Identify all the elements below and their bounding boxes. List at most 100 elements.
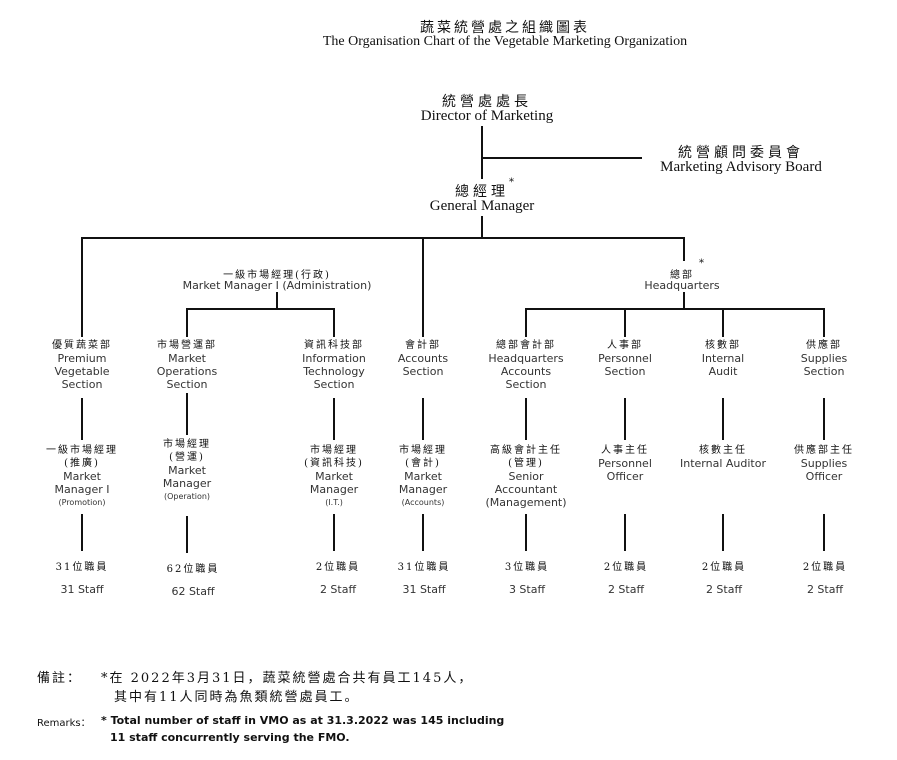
mm-admin-zh: 一級市場經理(行政) — [223, 270, 331, 281]
connector-line — [422, 237, 424, 337]
chart-title-zh: 蔬菜統營處之組織圖表 — [420, 20, 590, 36]
director-zh: 統營處處長 — [442, 94, 532, 110]
section-name-en: Operations — [156, 365, 218, 378]
section-name-en: Personnel — [598, 352, 652, 365]
notes-line1-en: * Total number of staff in VMO as at 31.… — [101, 714, 505, 727]
staff-count: 62位職員 62 Staff — [167, 559, 220, 603]
section-name-zh: 總部會計部 — [495, 340, 556, 351]
section-hq-accounts: 總部會計部 Headquarters Accounts Section — [488, 339, 563, 391]
officer-title-sub: (Promotion) — [58, 498, 106, 507]
staff-count-en: 31 Staff — [60, 583, 104, 596]
officer-market-manager-promotion: 一級市場經理 (推廣) Market Manager I (Promotion) — [46, 444, 118, 509]
officer-title-sub: (Accounts) — [401, 498, 445, 507]
staff-count-en: 2 Staff — [607, 583, 645, 596]
officer-title-en: Market — [404, 470, 442, 483]
section-name-zh: 供應部 — [806, 340, 842, 351]
notes-line2-zh: 其中有11人同時為魚類統營處員工。 — [114, 690, 360, 705]
officer-title-en: Market — [315, 470, 353, 483]
officer-title-zh: 市場經理 — [310, 445, 358, 456]
connector-line — [81, 237, 83, 337]
section-name-en: Technology — [303, 365, 365, 378]
section-name-en: Internal — [701, 352, 745, 365]
officer-market-manager-operation: 市場經理 (營運) Market Manager (Operation) — [163, 438, 211, 503]
officer-title-en: Officer — [606, 470, 644, 483]
director-en: Director of Marketing — [420, 108, 554, 124]
officer-title-en: Manager — [162, 477, 212, 490]
officer-title-en: Supplies — [800, 457, 848, 470]
section-name-en: Headquarters — [488, 352, 564, 365]
section-name-en: Section — [803, 365, 845, 378]
connector-line — [186, 393, 188, 435]
officer-title-zh: (資訊科技) — [304, 458, 364, 469]
section-premium-vegetable: 優質蔬菜部 Premium Vegetable Section — [52, 339, 112, 391]
connector-line — [525, 398, 527, 440]
connector-line — [683, 237, 685, 261]
staff-count-en: 2 Staff — [705, 583, 743, 596]
staff-count: 31位職員 31 Staff — [398, 557, 451, 601]
connector-line — [525, 514, 527, 551]
connector-line — [81, 514, 83, 551]
section-name-en: Supplies — [800, 352, 848, 365]
connector-line — [624, 514, 626, 551]
section-name-zh: 核數部 — [705, 340, 741, 351]
mm-admin-en: Market Manager I (Administration) — [182, 279, 372, 292]
connector-line — [333, 398, 335, 440]
officer-supplies: 供應部主任 Supplies Officer — [794, 444, 854, 483]
connector-line — [186, 516, 188, 553]
officer-title-en: Senior — [508, 470, 544, 483]
staff-count-en: 2 Staff — [806, 583, 844, 596]
section-name-en: Section — [166, 378, 208, 391]
staff-count-zh: 62位職員 — [166, 564, 220, 575]
staff-count-zh: 2位職員 — [802, 562, 848, 573]
connector-line — [823, 308, 825, 337]
section-name-zh: 資訊科技部 — [304, 340, 364, 351]
section-name-en: Section — [402, 365, 444, 378]
staff-count-zh: 2位職員 — [315, 562, 361, 573]
connector-line — [186, 308, 335, 310]
staff-count: 2位職員 2 Staff — [316, 557, 360, 601]
section-accounts: 會計部 Accounts Section — [398, 339, 448, 378]
officer-title-zh: 市場經理 — [399, 445, 447, 456]
section-name-en: Section — [505, 378, 547, 391]
officer-title-zh: (營運) — [169, 452, 205, 463]
connector-line — [525, 308, 527, 337]
officer-title-en: Manager I — [54, 483, 110, 496]
officer-title-en: Market — [63, 470, 101, 483]
officer-internal-auditor: 核數主任 Internal Auditor — [680, 444, 766, 470]
section-personnel: 人事部 Personnel Section — [598, 339, 652, 378]
connector-line — [481, 157, 642, 159]
staff-count: 3位職員 3 Staff — [505, 557, 549, 601]
hq-star: * — [699, 258, 704, 269]
section-name-en: Section — [604, 365, 646, 378]
officer-title-sub: (Operation) — [163, 492, 211, 501]
connector-line — [722, 398, 724, 440]
officer-title-zh: (會計) — [405, 458, 441, 469]
section-name-en: Premium — [57, 352, 107, 365]
notes-label-en: Remarks： — [37, 718, 91, 729]
staff-count: 31位職員 31 Staff — [56, 557, 109, 601]
officer-senior-accountant: 高級會計主任 (管理) Senior Accountant (Managemen… — [485, 444, 566, 509]
officer-title-en: Manager — [398, 483, 448, 496]
officer-title-en: Officer — [805, 470, 843, 483]
section-supplies: 供應部 Supplies Section — [801, 339, 848, 378]
section-information-technology: 資訊科技部 Information Technology Section — [302, 339, 366, 391]
officer-title-zh: (推廣) — [64, 458, 100, 469]
staff-count: 2位職員 2 Staff — [803, 557, 847, 601]
staff-count-zh: 31位職員 — [55, 562, 109, 573]
section-name-en: Accounts — [397, 352, 449, 365]
staff-count-en: 2 Staff — [319, 583, 357, 596]
connector-line — [276, 292, 278, 309]
officer-title-zh: 人事主任 — [600, 445, 649, 456]
staff-count-en: 62 Staff — [171, 585, 215, 598]
officer-title-sub: (I.T.) — [325, 498, 343, 507]
officer-title-en: Manager — [309, 483, 359, 496]
connector-line — [481, 216, 483, 238]
staff-count: 2位職員 2 Staff — [702, 557, 746, 601]
officer-title-zh: 高級會計主任 — [489, 445, 562, 456]
connector-line — [624, 398, 626, 440]
notes-line1-zh: *在 2022年3月31日，蔬菜統營處合共有員工145人， — [101, 671, 474, 686]
section-name-en: Information — [302, 352, 366, 365]
staff-count-en: 3 Staff — [508, 583, 546, 596]
connector-line — [683, 292, 685, 309]
connector-line — [823, 514, 825, 551]
